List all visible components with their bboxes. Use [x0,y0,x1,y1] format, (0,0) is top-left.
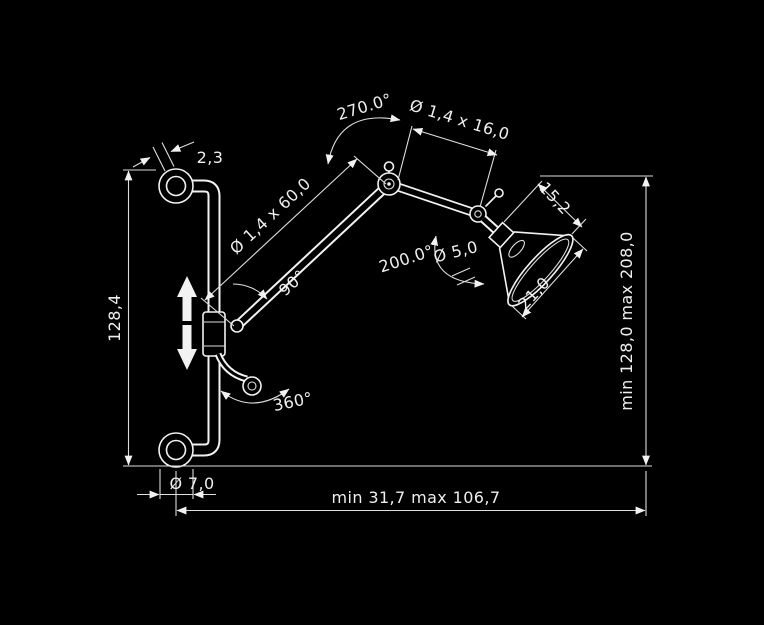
arm-pivot [230,319,244,333]
shade-cone-edge-top [513,231,573,237]
extension-line [503,180,543,223]
extension-line [200,297,235,327]
plate-thickness-label: 2,3 [197,148,224,167]
dim-rail-height: 128,4 [105,169,652,467]
dimension-arrow [132,157,151,168]
head-screw [494,188,504,198]
overall-height-label: min 128,0 max 208,0 [617,231,636,411]
top-wall-flange-inner [165,175,187,197]
rotation-arc [430,235,485,288]
shade-cone-edge-bottom [498,247,511,306]
rotation-arc [220,388,290,404]
slide-movement-arrows [177,276,197,370]
clamp-handle-inner [216,353,248,381]
extension-line [152,146,166,172]
angle-arc [232,283,268,300]
elbow-screw [383,161,395,172]
down-arrow-icon [177,325,197,370]
extension-line [353,155,387,185]
upper-arm-inner [388,181,479,217]
tick-line [451,267,471,277]
head-joint [469,205,487,223]
extension-line [161,142,175,167]
reach-label: min 31,7 max 106,7 [332,488,501,507]
shade-socket [488,221,515,249]
extension-line [479,149,497,208]
clamp-knob [242,376,262,396]
extension-line [572,237,588,252]
tick-line [456,276,476,286]
dimension-arrow [170,141,195,153]
slider-sleeve [202,311,226,357]
elbow-joint-bolt [387,182,391,186]
rotation-arc [325,114,401,165]
dimension-line [204,158,358,301]
dim-reach: min 31,7 max 106,7 [175,471,647,516]
dimension-line [537,183,583,228]
top-wall-flange [158,168,194,204]
extension-line [397,125,413,181]
shade-stem-inner [481,216,499,233]
head-screw-stem [485,195,497,207]
dim-flange-diameter: Ø 7,0 [137,469,216,499]
up-arrow-icon [177,276,197,321]
flange-diameter-label: Ø 7,0 [169,474,214,493]
dimension-line [412,127,498,157]
rail-height-label: 128,4 [105,294,124,342]
dim-overall-height: min 128,0 max 208,0 [540,175,653,466]
elbow-joint-washer [383,178,395,190]
dimension-line [521,248,584,318]
bottom-wall-flange [158,432,194,468]
shade-socket-hole [508,239,525,258]
head-joint-washer [474,210,482,218]
bottom-wall-flange-inner [165,439,187,461]
